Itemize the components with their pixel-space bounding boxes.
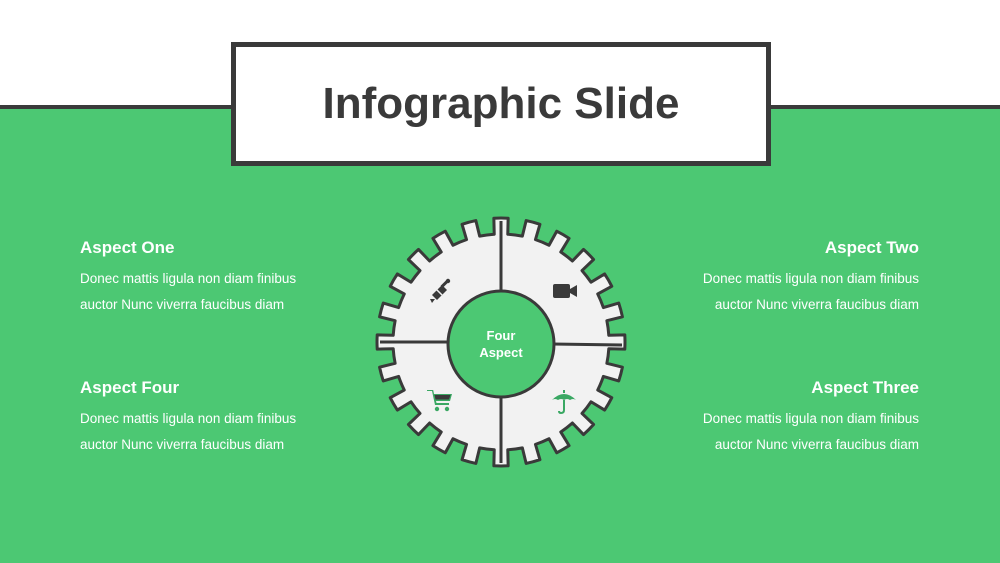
center-label-line-2: Aspect	[479, 345, 523, 360]
aspect-three-block: Aspect Three Donec mattis ligula non dia…	[619, 378, 919, 458]
aspect-three-heading: Aspect Three	[811, 378, 919, 397]
aspect-one-desc-line-1: Donec mattis ligula non diam finibus	[80, 271, 297, 286]
aspect-two-heading: Aspect Two	[824, 238, 919, 257]
aspect-four-heading: Aspect Four	[80, 378, 180, 397]
aspect-one-desc-line-2: auctor Nunc viverra faucibus diam	[80, 297, 285, 312]
aspect-two-desc-line-2: auctor Nunc viverra faucibus diam	[714, 297, 919, 312]
aspect-two-block: Aspect Two Donec mattis ligula non diam …	[619, 238, 919, 318]
aspect-four-desc-line-1: Donec mattis ligula non diam finibus	[80, 411, 297, 426]
satellite-dish-icon	[430, 278, 451, 303]
title-box: Infographic Slide	[231, 42, 771, 166]
umbrella-icon	[552, 390, 576, 415]
aspect-four-block: Aspect Four Donec mattis ligula non diam…	[80, 378, 380, 458]
aspect-four-desc-line-2: auctor Nunc viverra faucibus diam	[80, 437, 285, 452]
gear-divider-horizontal-right	[551, 342, 623, 347]
aspect-one-heading: Aspect One	[80, 238, 175, 257]
gear-center-circle	[446, 289, 556, 399]
aspect-three-desc-line-1: Donec mattis ligula non diam finibus	[702, 411, 919, 426]
center-label-line-1: Four	[486, 328, 516, 343]
aspect-three-desc-line-2: auctor Nunc viverra faucibus diam	[714, 437, 919, 452]
aspect-one-block: Aspect One Donec mattis ligula non diam …	[80, 238, 380, 318]
aspect-two-desc-line-1: Donec mattis ligula non diam finibus	[702, 271, 919, 286]
shopping-cart-icon	[427, 390, 452, 412]
slide-title: Infographic Slide	[322, 79, 680, 128]
video-camera-icon	[553, 284, 577, 298]
center-label: Four Aspect	[449, 292, 553, 396]
